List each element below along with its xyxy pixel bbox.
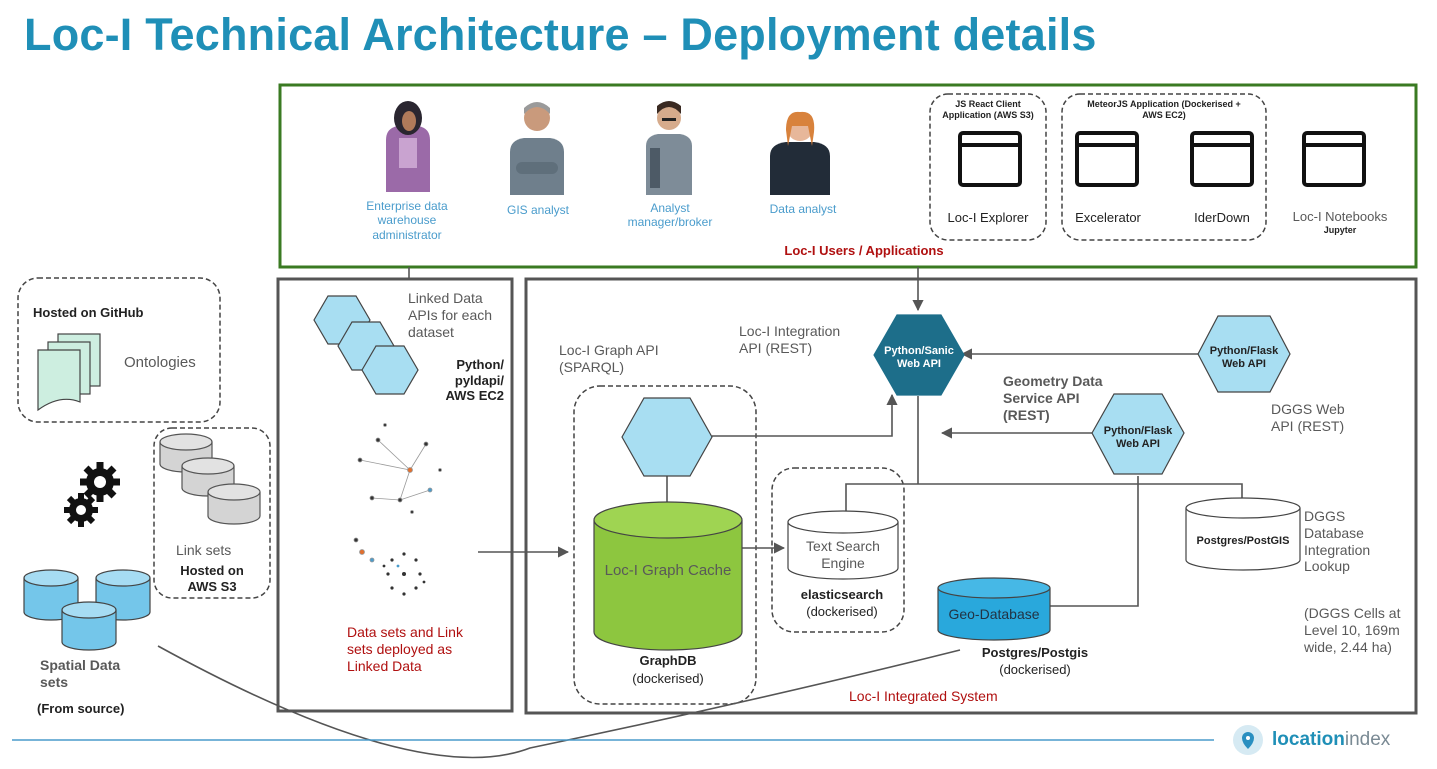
dggs-flask-hexagon	[1197, 315, 1291, 393]
text-search-db-icon	[787, 510, 899, 580]
linked-data-api-hexes	[313, 295, 419, 395]
github-header: Hosted on GitHub	[33, 305, 144, 320]
graphdb-label: GraphDB	[639, 653, 697, 668]
location-pin-logo-icon	[1233, 725, 1263, 755]
link-sets-host-label: Hosted on AWS S3	[180, 563, 244, 594]
logo-text-location: location	[1272, 729, 1345, 750]
integration-api-label: Loc-I Integration API (REST)	[739, 323, 841, 356]
linked-data-tech-label: Python/ pyldapi/ AWS EC2	[445, 357, 504, 404]
postgres-label: Postgres/Postgis	[981, 645, 1089, 660]
text-search-label: Text Search Engine	[806, 538, 880, 571]
link-sets-label: Link sets	[176, 542, 232, 558]
persona-icon-broker	[646, 101, 692, 195]
network-graph-icon	[353, 423, 442, 563]
linked-data-box	[276, 277, 514, 713]
persona-icon-data-analyst	[770, 111, 830, 195]
geom-flask-hexagon	[1091, 393, 1185, 475]
linked-data-apis-label: Linked Data APIs for each dataset	[408, 290, 493, 340]
ontologies-label: Ontologies	[124, 354, 196, 371]
meteor-app-group	[1061, 93, 1267, 241]
integrated-system-caption: Loc-I Integrated System	[849, 688, 998, 704]
elasticsearch-label: elasticsearch	[800, 587, 884, 602]
graph-group	[573, 385, 757, 705]
linked-data-caption: Data sets and Link sets deployed as Link…	[347, 624, 463, 674]
meteor-app-header: MeteorJS Application (Dockerised + AWS E…	[1087, 99, 1241, 120]
dggs-cells-note: (DGGS Cells at Level 10, 169m wide, 2.44…	[1304, 605, 1401, 655]
geom-flask-to-geodb-connector	[1050, 476, 1139, 607]
elasticsearch-note: (dockerised)	[806, 604, 878, 619]
notebooks-sub-label: Jupyter	[1323, 225, 1357, 235]
cluster-graph-icon	[382, 552, 426, 596]
search-group	[771, 467, 905, 633]
graph-api-label: Loc-I Graph API (SPARQL)	[559, 342, 659, 375]
window-icon-iderdown	[1190, 131, 1254, 187]
ontology-docs-icon	[37, 333, 101, 412]
users-panel	[278, 83, 1418, 269]
persona-icon-admin	[386, 101, 430, 192]
react-client-group	[929, 93, 1047, 241]
sanic-api-label: Python/Sanic Web API	[884, 345, 954, 371]
github-group	[17, 277, 221, 423]
integrated-system-box	[524, 277, 1418, 715]
persona-label-broker: Analyst manager/broker	[627, 201, 713, 230]
persona-label-data-analyst: Data analyst	[769, 202, 837, 216]
postgis-db-icon	[1185, 497, 1301, 571]
window-icon-excelerator	[1075, 131, 1139, 187]
geo-db-icon	[937, 577, 1051, 641]
gears-icon	[64, 462, 120, 527]
graph-cache-label: Loc-I Graph Cache	[604, 562, 732, 579]
page-title: Loc-I Technical Architecture – Deploymen…	[24, 9, 1097, 60]
postgis-label: Postgres/PostGIS	[1196, 535, 1290, 547]
logo-text-index: index	[1344, 729, 1391, 750]
graph-api-to-sanic-arrow	[712, 393, 898, 437]
react-client-header: JS React Client Application (AWS S3)	[942, 99, 1034, 120]
window-icon-notebooks	[1302, 131, 1366, 187]
postgres-note: (dockerised)	[999, 662, 1071, 677]
geom-flask-api-label: Python/Flask Web API	[1103, 425, 1173, 451]
graph-cache-db-icon	[593, 501, 743, 651]
sanic-api-hexagon	[873, 314, 965, 396]
persona-label-admin: Enterprise data warehouse administrator	[366, 199, 448, 242]
app-label-explorer[interactable]: Loc-I Explorer	[947, 210, 1029, 225]
spatial-source-label: (From source)	[37, 701, 125, 716]
window-icon-explorer	[958, 131, 1022, 187]
link-sets-group	[153, 427, 271, 599]
graphdb-note: (dockerised)	[632, 671, 704, 686]
app-label-iderdown[interactable]: IderDown	[1194, 210, 1250, 225]
app-label-excelerator[interactable]: Excelerator	[1075, 210, 1141, 225]
geometry-api-label: Geometry Data Service API (REST)	[1003, 373, 1103, 423]
dggs-lookup-label: DGGS Database Integration Lookup	[1304, 508, 1371, 575]
persona-label-gis: GIS analyst	[506, 203, 570, 217]
users-panel-caption: Loc-I Users / Applications	[784, 243, 944, 258]
dggs-flask-api-label: Python/Flask Web API	[1209, 345, 1279, 371]
search-to-bus-connector	[845, 483, 1243, 512]
spatial-to-geodb-curve	[157, 645, 961, 759]
geo-db-label: Geo-Database	[948, 606, 1040, 622]
app-label-notebooks[interactable]: Loc-I Notebooks	[1292, 209, 1388, 224]
link-sets-db-icon	[159, 433, 261, 525]
graph-api-hexagon	[621, 397, 713, 477]
spatial-data-label: Spatial Data sets	[40, 657, 121, 690]
spatial-db-icon	[23, 569, 151, 651]
persona-icon-gis	[510, 102, 564, 195]
location-index-logo: locationindex	[1272, 729, 1390, 752]
dggs-api-label: DGGS Web API (REST)	[1271, 401, 1345, 434]
